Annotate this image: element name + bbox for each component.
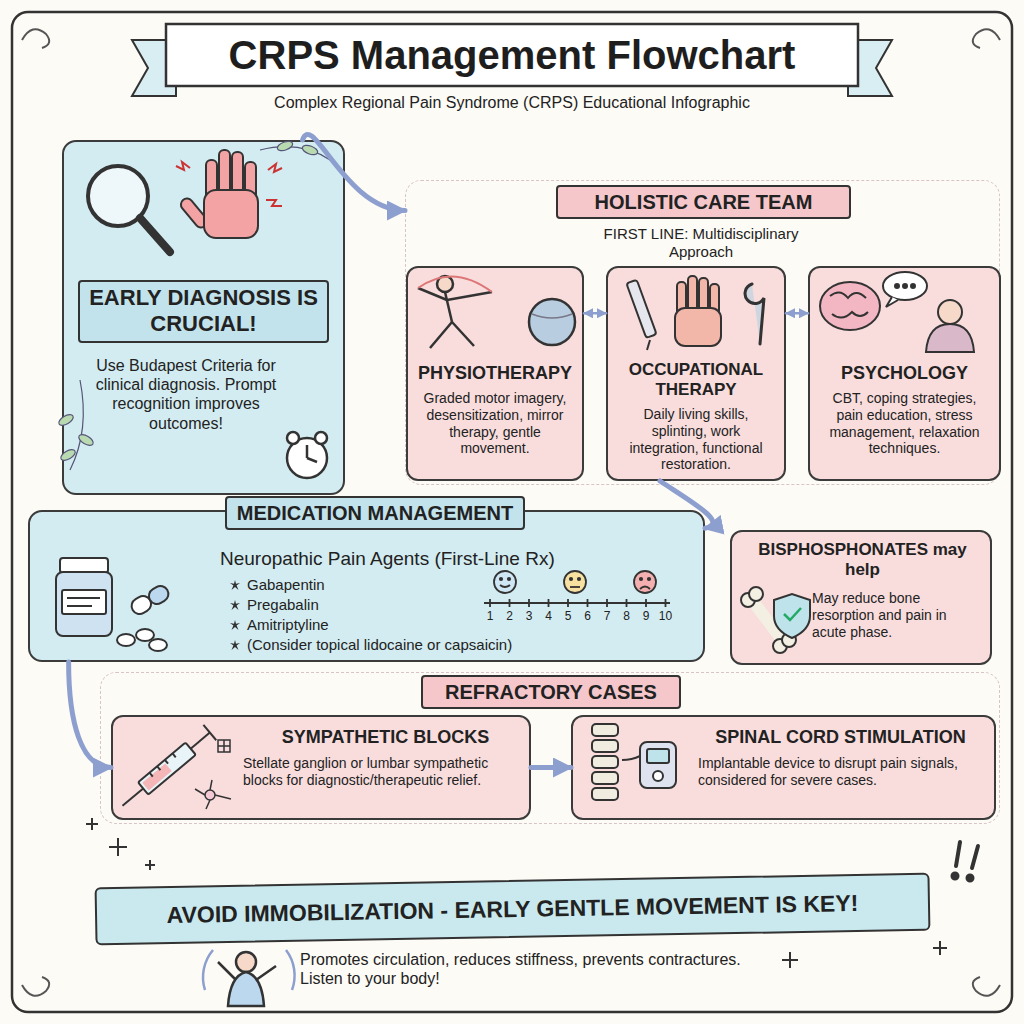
page-border (12, 12, 1012, 1012)
ribbon-heading: EARLY DIAGNOSIS IS CRUCIAL! (78, 280, 329, 343)
moving-person-icon (203, 950, 295, 1006)
scale-number: 8 (617, 609, 637, 623)
exclamation-marks (953, 842, 979, 881)
scale-number: 1 (480, 609, 500, 623)
box-heading: OCCUPATIONAL THERAPY (614, 360, 778, 401)
connector-arrow (531, 765, 571, 770)
body-text: CBT, coping strategies, pain education, … (818, 390, 991, 457)
body-text: Implantable device to disrupt pain signa… (698, 755, 986, 789)
box-heading: SYMPATHETIC BLOCKS (248, 727, 523, 749)
banner-text: AVOID IMMOBILIZATION - EARLY GENTLE MOVE… (97, 889, 928, 931)
scale-number: 5 (558, 609, 578, 623)
body-text: May reduce bone resorption and pain in a… (812, 590, 982, 640)
drug-item: (Consider topical lidocaine or capsaicin… (245, 636, 575, 654)
subheading-text: Neuropathic Pain Agents (First-Line Rx) (220, 548, 680, 571)
subheading-text: FIRST LINE: Multidisciplinary Approach (601, 225, 801, 261)
process-box: OCCUPATIONAL THERAPY Daily living skills,… (606, 266, 786, 481)
box-heading: SPINAL CORD STIMULATION (693, 727, 988, 749)
box-heading: BISPHOSPHONATES may help (755, 540, 970, 581)
ribbon-heading: REFRACTORY CASES (421, 675, 681, 709)
box-heading: PSYCHOLOGY (816, 363, 993, 385)
treatment-box: SYMPATHETIC BLOCKS Stellate ganglion or l… (111, 715, 531, 820)
scale-number: 6 (578, 609, 598, 623)
connector-arrow (69, 662, 111, 768)
connector-arrow (786, 312, 808, 315)
body-text: Daily living skills, splinting, work int… (616, 406, 776, 473)
ribbon-heading: HOLISTIC CARE TEAM (556, 185, 851, 219)
scale-number: 4 (539, 609, 559, 623)
diagnosis-box: EARLY DIAGNOSIS IS CRUCIAL! Use Budapest … (62, 140, 345, 495)
corner-swirl (973, 29, 1000, 48)
sparkle-marks (86, 818, 947, 968)
ribbon-tail (132, 40, 176, 96)
scale-number: 3 (519, 609, 539, 623)
ribbon-heading: MEDICATION MANAGEMENT (225, 496, 525, 530)
bisphosphonate-box: BISPHOSPHONATES may helpMay reduce bone … (730, 530, 992, 665)
scale-number: 7 (597, 609, 617, 623)
title-text: CRPS Management Flowchart (170, 31, 854, 79)
care-team-group: HOLISTIC CARE TEAM FIRST LINE: Multidisci… (405, 180, 1000, 485)
treatment-box: SPINAL CORD STIMULATION Implantable devic… (571, 715, 996, 820)
medication-box: MEDICATION MANAGEMENTNeuropathic Pain Ag… (28, 510, 705, 662)
corner-swirl (22, 29, 49, 48)
advice-banner: AVOID IMMOBILIZATION - EARLY GENTLE MOVE… (95, 873, 931, 946)
note-text: Promotes circulation, reduces stiffness,… (300, 950, 750, 988)
scale-number: 10 (656, 609, 676, 623)
box-heading: PHYSIOTHERAPY (414, 363, 576, 385)
drug-item: Gabapentin (245, 576, 445, 594)
drug-item: Amitriptyline (245, 616, 445, 634)
scale-number: 2 (500, 609, 520, 623)
ribbon-tail (848, 40, 892, 96)
body-text: Use Budapest Criteria for clinical diagn… (90, 356, 282, 433)
corner-swirl (973, 977, 1000, 996)
scale-number: 9 (636, 609, 656, 623)
body-text: Graded motor imagery, desensitization, m… (416, 390, 574, 457)
connector-arrow (584, 312, 606, 315)
title-ribbon (166, 24, 858, 86)
drug-item: Pregabalin (245, 596, 445, 614)
process-box: PHYSIOTHERAPY Graded motor imagery, desen… (406, 266, 584, 481)
process-box: PSYCHOLOGY CBT, coping strategies, pain e… (808, 266, 1001, 481)
refractory-group: REFRACTORY CASES SYMPATHETIC BLOCKS Stella… (100, 672, 1000, 824)
subtitle-text: Complex Regional Pain Syndrome (CRPS) Ed… (150, 93, 874, 112)
corner-swirl (22, 977, 49, 996)
body-text: Stellate ganglion or lumbar sympathetic … (243, 755, 521, 789)
